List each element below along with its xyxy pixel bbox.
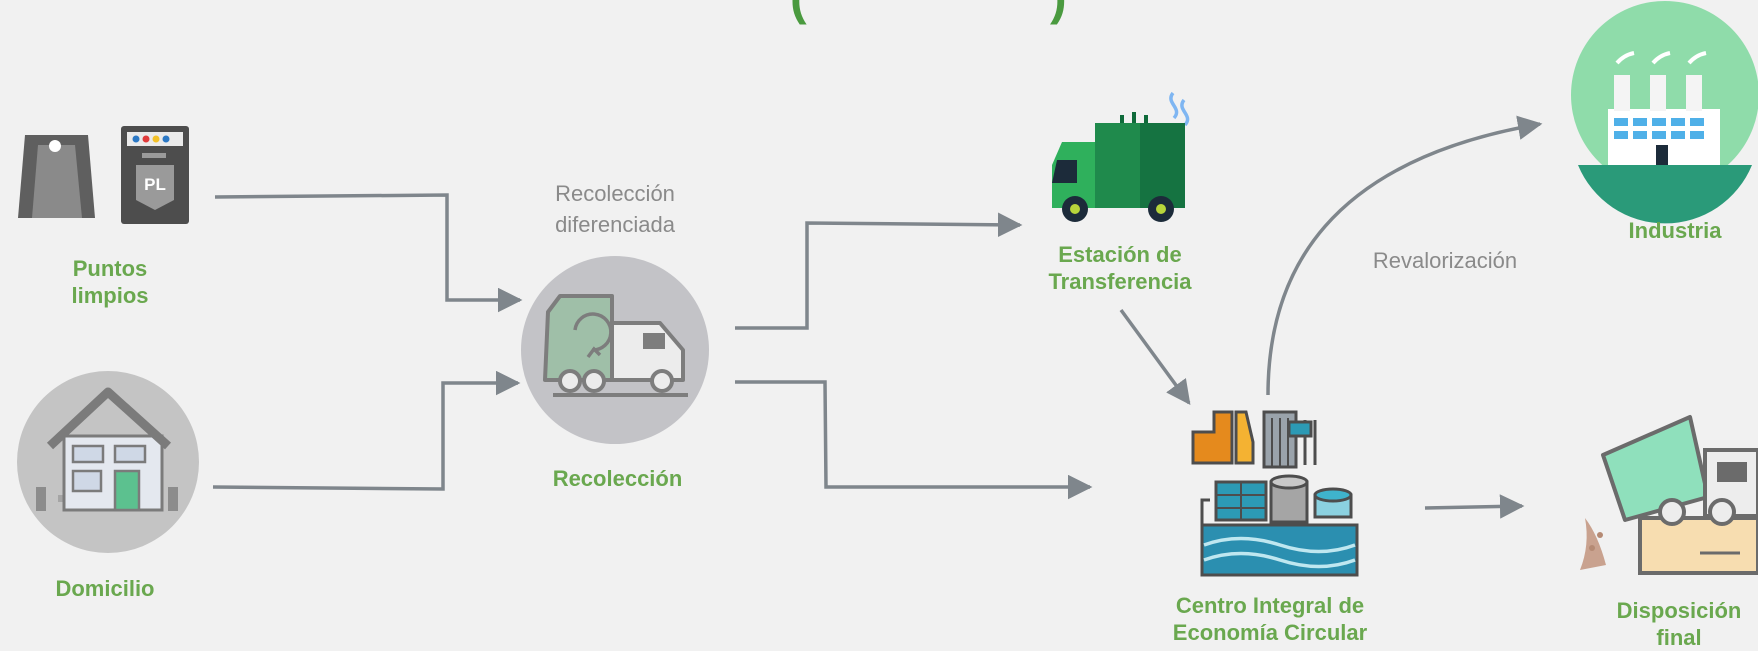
- bin-pl-text: PL: [144, 175, 166, 194]
- arrow-recoleccion-to-centro: [735, 380, 1093, 500]
- edge-label-recoleccion-diferenciada: Recolección diferenciada: [555, 181, 675, 237]
- arrow-estacion-to-centro: [1119, 308, 1191, 405]
- node-label-recoleccion: Recolección: [552, 466, 683, 491]
- collection-truck-icon: [521, 256, 709, 444]
- node-label-centro-integral: Centro Integral de Economía Circular: [1172, 593, 1368, 645]
- node-label-estacion-transferencia: Estación de Transferencia: [1048, 242, 1192, 294]
- house-icon: [17, 371, 199, 553]
- node-label-puntos-limpios: Puntos limpios: [71, 256, 149, 308]
- dump-truck-icon: [1580, 415, 1758, 575]
- title-open-paren: (: [790, 0, 807, 26]
- recycling-bins-icon: PL: [18, 126, 189, 224]
- node-label-domicilio: Domicilio: [55, 576, 155, 601]
- arrow-recoleccion-to-estacion: [735, 212, 1023, 330]
- edge-label-revalorizacion: Revalorización: [1372, 248, 1518, 273]
- circular-economy-center-icon: [1191, 410, 1359, 577]
- node-label-disposicion-final: Disposición final: [1616, 598, 1742, 650]
- factory-icon: [1571, 1, 1758, 224]
- arrow-centro-to-industria: [1266, 115, 1543, 396]
- flow-arrows: [212, 115, 1543, 519]
- title-close-paren: ): [1050, 0, 1067, 26]
- arrow-domicilio-to-recoleccion: [212, 370, 521, 491]
- arrow-puntos-to-recoleccion: [214, 193, 523, 313]
- transfer-truck-icon: [1052, 91, 1190, 222]
- node-label-industria: Industria: [1628, 218, 1722, 243]
- arrow-centro-to-disposicion: [1424, 494, 1525, 519]
